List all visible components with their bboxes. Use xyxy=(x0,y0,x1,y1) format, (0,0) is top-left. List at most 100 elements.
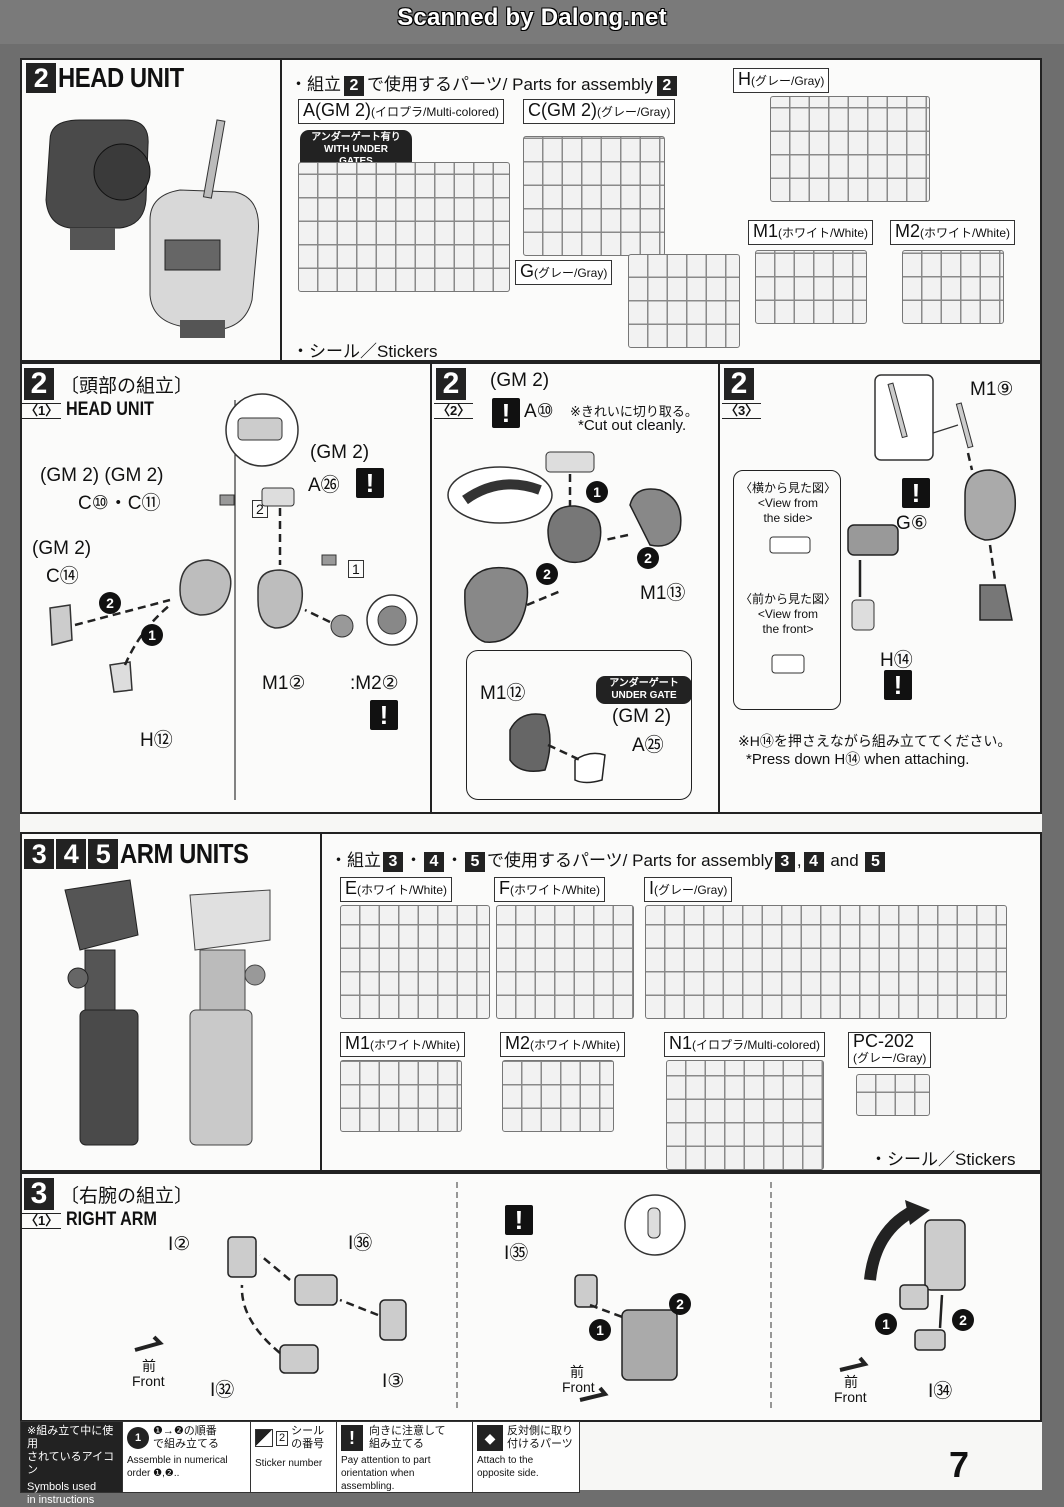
label-c14: C⑭ xyxy=(46,566,79,587)
step3-assembly-diagram-1 xyxy=(134,1236,407,1374)
label-a25: A㉕ xyxy=(632,735,664,756)
runner-n1-image xyxy=(666,1060,824,1170)
front-label-jp: 前 xyxy=(844,1374,858,1390)
label-i32: I㉜ xyxy=(210,1380,235,1401)
label-i3: I③ xyxy=(382,1371,405,1392)
runner-a-image xyxy=(298,162,510,292)
svg-text:1: 1 xyxy=(593,484,601,500)
orientation-warning-icon: ! xyxy=(370,700,398,730)
runner-f-image xyxy=(496,905,634,1019)
step2-substep-1: 〈1〉 xyxy=(22,403,62,419)
cut-note-jp: ※きれいに切り取る。 xyxy=(570,404,698,419)
orientation-warning-icon: ! xyxy=(884,670,912,700)
runner-label-a: A(GM 2)(イロプラ/Multi-colored) xyxy=(298,99,505,124)
arm-units-model-panel xyxy=(20,832,322,1172)
runner-h-image xyxy=(770,96,930,202)
label-g6: G⑥ xyxy=(896,513,928,534)
label-i35: I㉟ xyxy=(504,1243,529,1264)
label-i36: I㊱ xyxy=(348,1233,373,1254)
scan-header xyxy=(0,0,1064,44)
front-label-en: Front xyxy=(834,1389,867,1405)
page-number: 7 xyxy=(948,1444,970,1485)
step2-1-assembly-diagram: 2 1 xyxy=(49,393,418,800)
runner-label-g: G(グレー/Gray) xyxy=(515,260,613,285)
step2-number: 2 xyxy=(24,368,54,400)
press-note-jp: ※H⑭を押さえながら組み立ててください。 xyxy=(738,733,1012,749)
orientation-warning-icon: ! xyxy=(505,1205,533,1235)
step-divider-1 xyxy=(456,1182,458,1412)
svg-text:2: 2 xyxy=(959,1312,967,1328)
front-label-jp: 前 xyxy=(570,1364,584,1380)
label-m1-9: M1⑨ xyxy=(970,379,1014,400)
runner-label-c: C(GM 2)(グレー/Gray) xyxy=(523,99,676,124)
svg-text:1: 1 xyxy=(596,1322,604,1338)
sticker-icon xyxy=(255,1429,273,1447)
label-i34: I㉞ xyxy=(928,1381,953,1402)
runner-label-h: H(グレー/Gray) xyxy=(733,68,830,93)
press-note-en: *Press down H⑭ when attaching. xyxy=(746,751,970,768)
step2-title-jp: 〔頭部の組立〕 xyxy=(60,376,194,397)
sticker-number-1: 1 xyxy=(348,560,364,578)
front-label-en: Front xyxy=(132,1373,165,1389)
runner-label-m2: M2(ホワイト/White) xyxy=(890,220,1016,245)
runner-label-m2-arm: M2(ホワイト/White) xyxy=(500,1032,626,1057)
svg-text:1: 1 xyxy=(882,1316,890,1332)
runner-pc202-image xyxy=(856,1074,930,1116)
svg-text:2: 2 xyxy=(543,566,551,582)
step3-title-jp: 〔右腕の組立〕 xyxy=(60,1186,194,1207)
label-m1-12: M1⑫ xyxy=(480,683,526,704)
warning-icon: ! xyxy=(341,1425,363,1451)
label-h12: H⑫ xyxy=(140,730,173,751)
step2-number: 2 xyxy=(436,368,466,400)
runner-label-f: F(ホワイト/White) xyxy=(494,877,606,902)
step2-2-assembly-diagram: 1 2 xyxy=(447,451,682,569)
runner-m2-arm-image xyxy=(502,1060,614,1132)
svg-text:2: 2 xyxy=(676,1296,684,1312)
svg-text:2: 2 xyxy=(106,595,114,611)
runner-m2-image xyxy=(902,250,1004,324)
sticker-number-2: 2 xyxy=(252,500,268,518)
runner-label-pc202: PC-202(グレー/Gray) xyxy=(848,1032,932,1068)
head-stickers-label: ・シール／Stickers xyxy=(292,342,438,361)
label-a26: A㉖ xyxy=(308,475,340,496)
label-i2: I② xyxy=(168,1234,191,1255)
runner-label-m1: M1(ホワイト/White) xyxy=(748,220,874,245)
orientation-warning-icon: ! xyxy=(492,398,520,428)
label-h14: H⑭ xyxy=(880,650,913,671)
label-m2-2: :M2② xyxy=(350,673,399,694)
runner-g-image xyxy=(628,254,740,348)
orientation-warning-icon: ! xyxy=(902,478,930,508)
runner-label-n1: N1(イロプラ/Multi-colored) xyxy=(664,1032,826,1057)
label-a10: A⑩ xyxy=(524,401,554,422)
runner-e-image xyxy=(340,905,490,1019)
runner-label-e: E(ホワイト/White) xyxy=(340,877,453,902)
scan-credit: Scanned by Dalong.net xyxy=(397,4,667,31)
step-divider-2 xyxy=(770,1182,772,1412)
step2-2-faceplate-diagram: 2 xyxy=(464,563,564,643)
numerical-order-icon: 1 xyxy=(127,1427,149,1449)
arm-units-model-image xyxy=(64,879,271,1146)
step3-number: 3 xyxy=(24,1178,54,1210)
front-label-jp: 前 xyxy=(142,1358,156,1374)
runner-c-image xyxy=(523,136,665,256)
label-gm2-a10: (GM 2) xyxy=(490,370,550,391)
label-m1-13: M1⑬ xyxy=(640,583,686,604)
step2-substep-2: 〈2〉 xyxy=(434,403,474,419)
step3-substep-1: 〈1〉 xyxy=(22,1213,62,1229)
orientation-warning-icon: ! xyxy=(356,468,384,498)
step2-substep-3: 〈3〉 xyxy=(722,403,762,419)
cut-note-en: *Cut out cleanly. xyxy=(578,417,687,434)
step2-number: 2 xyxy=(724,368,754,400)
label-gm2-a25: (GM 2) xyxy=(612,706,672,727)
runner-m1-image xyxy=(755,250,867,324)
step3-assembly-diagram-2: 1 2 xyxy=(574,1194,691,1402)
